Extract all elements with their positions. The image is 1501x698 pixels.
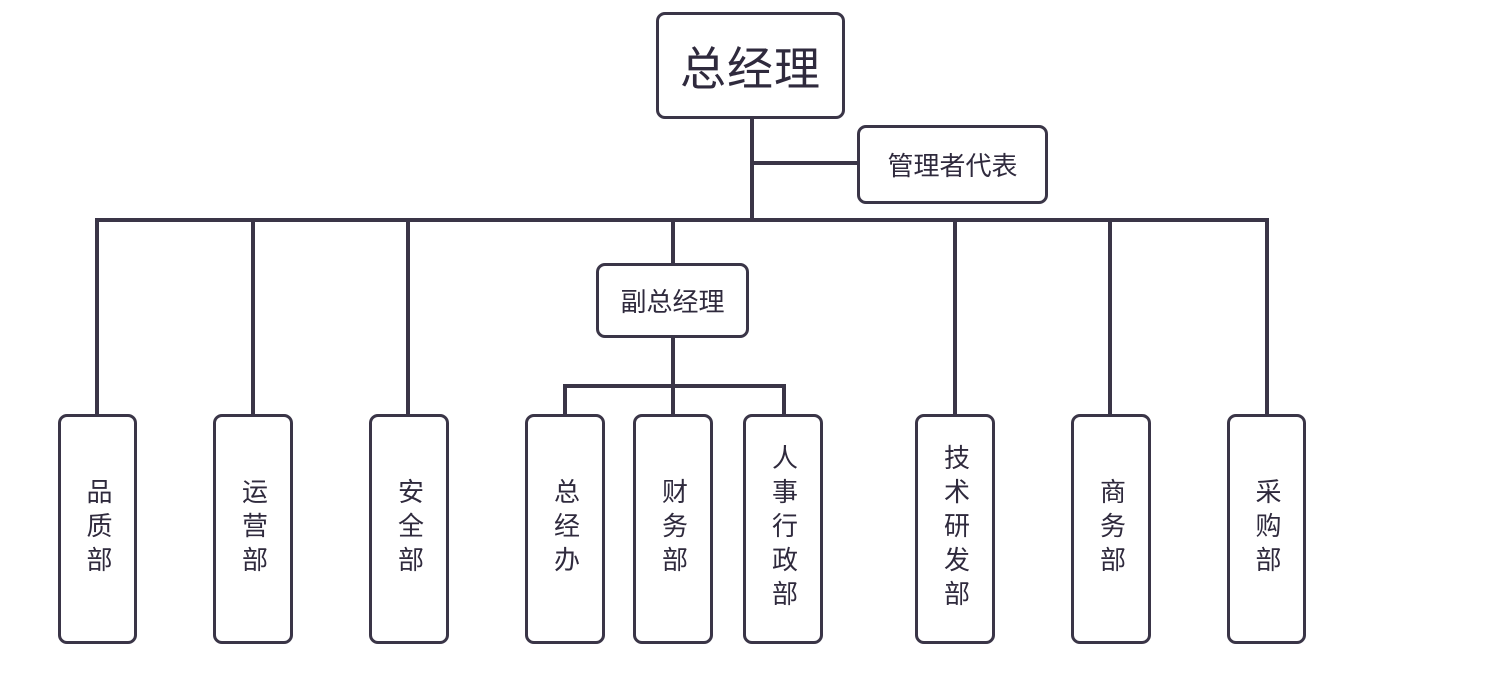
dept-purchasing-label: 采购部 <box>1251 478 1281 580</box>
dept-rnd-label: 技术研发部 <box>939 444 970 614</box>
dept-gm-office-box: 总经办 <box>525 414 605 644</box>
ceo-box: 总经理 <box>656 12 845 119</box>
dept-hr-admin-label: 人事行政部 <box>767 444 798 614</box>
dept-quality-label: 品质部 <box>82 478 112 580</box>
dept-operations-box: 运营部 <box>213 414 293 644</box>
dept-safety-box: 安全部 <box>369 414 449 644</box>
dept-hr-admin-box: 人事行政部 <box>743 414 823 644</box>
deputy-gm-label: 副总经理 <box>620 288 725 318</box>
dept-gm-office-label: 总经办 <box>549 478 580 580</box>
dept-purchasing-box: 采购部 <box>1227 414 1306 644</box>
deputy-gm-box: 副总经理 <box>596 263 749 338</box>
dept-finance-box: 财务部 <box>633 414 713 644</box>
dept-business-label: 商务部 <box>1095 478 1126 580</box>
ceo-label: 总经理 <box>680 41 821 96</box>
dept-finance-label: 财务部 <box>657 478 688 580</box>
management-rep-box: 管理者代表 <box>857 125 1048 204</box>
dept-safety-label: 安全部 <box>393 478 424 580</box>
dept-operations-label: 运营部 <box>237 478 268 580</box>
dept-quality-box: 品质部 <box>58 414 137 644</box>
management-rep-label: 管理者代表 <box>887 152 1018 182</box>
dept-rnd-box: 技术研发部 <box>915 414 995 644</box>
dept-business-box: 商务部 <box>1071 414 1151 644</box>
